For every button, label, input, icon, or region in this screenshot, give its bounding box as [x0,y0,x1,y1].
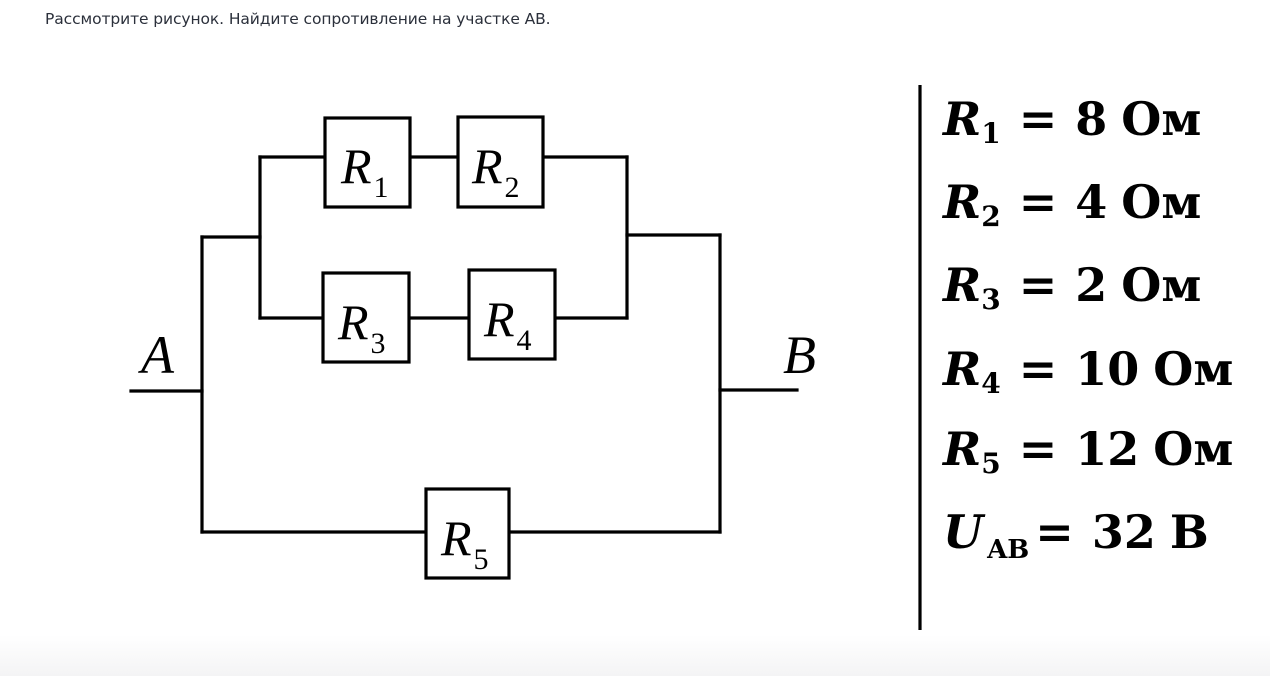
question-text: Рассмотрите рисунок. Найдите сопротивлен… [45,10,551,28]
resistor-r1-label: R1 [340,138,389,204]
circuit-diagram [129,115,799,580]
resistor-r3-label: R3 [337,294,386,360]
resistor-r4-box [467,268,557,361]
resistor-labels: R1 R2 R3 R4 R5 [337,138,532,576]
resistor-r2-box [456,115,545,209]
resistor-r1-box [323,116,412,209]
node-b-label: B [783,325,816,385]
resistor-r3-box [321,271,411,364]
node-a-label: A [138,325,175,385]
resistor-r5-box [424,487,511,580]
resistor-r2-label: R2 [471,138,520,204]
resistor-r5-label: R5 [440,510,489,576]
resistor-r4-label: R4 [483,291,532,357]
